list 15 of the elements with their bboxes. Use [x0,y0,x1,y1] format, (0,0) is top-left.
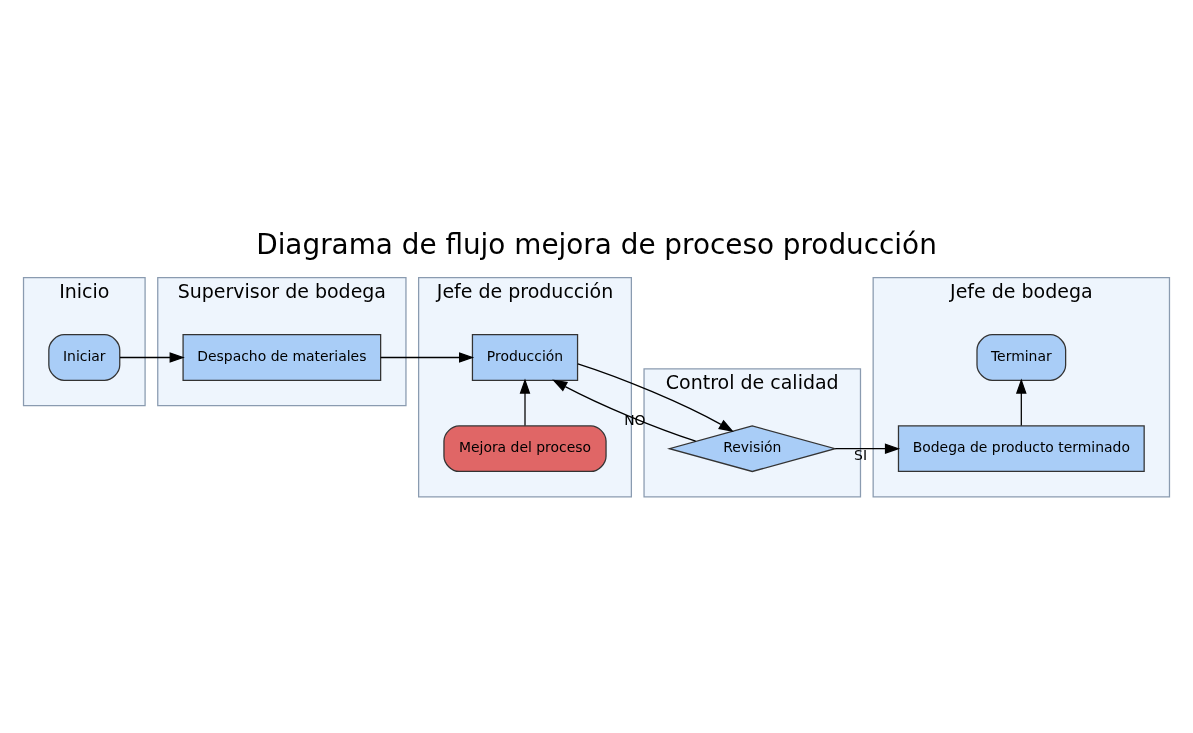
node-box: Bodega de producto terminado [897,424,1145,472]
node-box: Mejora del proceso [443,424,607,472]
node-box: Terminar [976,333,1067,381]
arrow [552,378,697,442]
node-diamond: Revisión [667,424,838,472]
arrow [519,377,531,426]
arrow [380,351,475,363]
node-box: Producción [471,333,579,381]
arrow [577,362,734,432]
node-box: Despacho de materiales [182,333,382,381]
diagram-title: Diagrama de flujo mejora de proceso producción [256,227,937,261]
arrow [1016,377,1027,426]
node-box: Iniciar [48,333,121,381]
arrow [834,442,901,454]
arrow [119,351,185,363]
